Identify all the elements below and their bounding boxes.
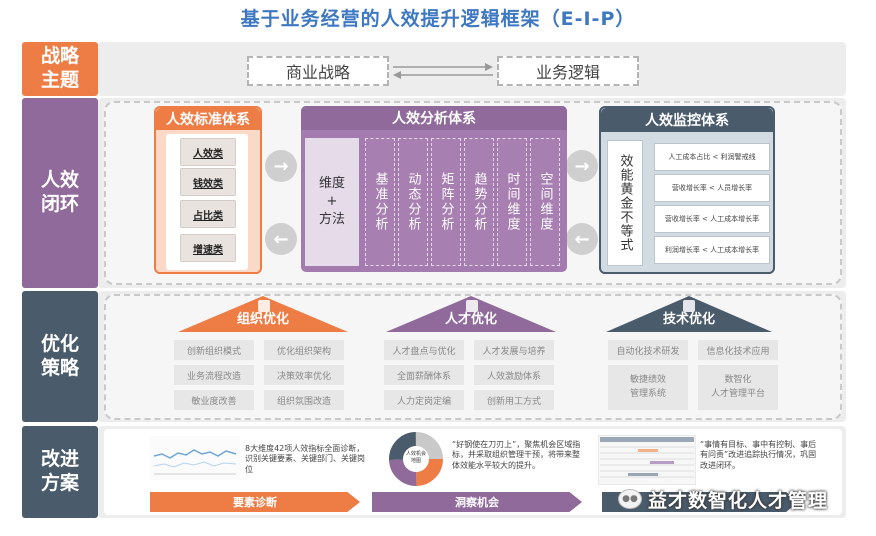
metric-tag-ratio: 占比类 bbox=[180, 200, 236, 228]
monitor-system-title: 人效监控体系 bbox=[601, 108, 773, 132]
row-label-text: 战略 主题 bbox=[40, 45, 79, 91]
monitor-rule: 营收增长率 < 人工成本增长率 bbox=[654, 205, 770, 233]
donut-center-label: 人效机会 地图 bbox=[405, 451, 426, 464]
diagnosis-banner: 要素诊断 bbox=[150, 492, 360, 512]
talent-cell: 人效激励体系 bbox=[474, 365, 554, 385]
monitor-rule: 营收增长率 < 人员增长率 bbox=[654, 174, 770, 202]
metric-tag-money-efficiency: 钱效类 bbox=[180, 168, 236, 196]
arrow-right-icon: → bbox=[265, 150, 297, 182]
tracking-banner bbox=[602, 492, 798, 512]
insight-label: 洞察机会 bbox=[455, 496, 499, 509]
tech-cell: 数智化 人才管理平台 bbox=[698, 365, 778, 410]
cube-icon bbox=[258, 300, 270, 312]
tech-cell: 自动化技术研发 bbox=[608, 340, 688, 360]
tech-cell: 敏捷绩效 管理系统 bbox=[608, 365, 688, 410]
insight-description: “好钢使在刀刃上”，聚焦机会区域指标，并采取组织管理干预，将带来整体效能水平较大… bbox=[452, 440, 581, 470]
org-cell: 决策效率优化 bbox=[264, 365, 344, 385]
business-strategy-box: 商业战略 bbox=[247, 56, 389, 86]
row-label-plan: 改进 方案 bbox=[22, 426, 98, 518]
diagnosis-label: 要素诊断 bbox=[233, 496, 277, 509]
row-label-strategy: 战略 主题 bbox=[22, 42, 98, 96]
tracking-description: “事情有目标、事中有控制、事后有问责”改进追踪执行情况，巩固改进闭环。 bbox=[700, 440, 817, 470]
tech-cell: 信息化技术应用 bbox=[698, 340, 778, 360]
watermark-text: 益才数智化人才管理 bbox=[648, 489, 829, 512]
tech-optimize-title: 技术优化 bbox=[662, 312, 715, 327]
monitor-rule: 利润增长率 < 人工成本增长率 bbox=[654, 236, 770, 264]
watermark: ●● 益才数智化人才管理 bbox=[618, 484, 858, 514]
analysis-column-dynamic: 动态分析 bbox=[398, 138, 428, 266]
insight-banner: 洞察机会 bbox=[372, 492, 582, 512]
org-cell: 创新组织模式 bbox=[174, 340, 254, 360]
talent-optimize-title: 人才优化 bbox=[444, 312, 497, 327]
row-label-optimize: 优化 策略 bbox=[22, 291, 98, 422]
analysis-column-baseline: 基准分析 bbox=[365, 138, 395, 266]
metric-tag-growth: 增速类 bbox=[180, 234, 236, 262]
standard-system-title: 人效标准体系 bbox=[156, 108, 260, 130]
talent-cell: 人才发展与培养 bbox=[474, 340, 554, 360]
analysis-column-space: 空间维度 bbox=[530, 138, 560, 266]
row-label-text: 人效 闭环 bbox=[40, 169, 79, 215]
cube-icon bbox=[683, 300, 695, 312]
diagnosis-description: 8大维度42项人效指标全面诊断，识别关键要素、关键部门、关键岗位 bbox=[245, 444, 365, 474]
cube-icon bbox=[466, 300, 478, 312]
dimension-method-box: 维度 + 方法 bbox=[305, 138, 359, 266]
opportunity-map-donut bbox=[389, 432, 443, 486]
org-optimize-title: 组织优化 bbox=[236, 312, 289, 327]
bidirectional-arrow-icon bbox=[393, 63, 493, 79]
talent-cell: 创新用工方式 bbox=[474, 390, 554, 410]
talent-cell: 人才盘点与优化 bbox=[384, 340, 464, 360]
row-label-loop: 人效 闭环 bbox=[22, 98, 98, 288]
analysis-column-matrix: 矩阵分析 bbox=[431, 138, 461, 266]
analysis-column-time: 时间维度 bbox=[497, 138, 527, 266]
arrow-left-icon: ← bbox=[566, 223, 598, 255]
golden-inequality-label: 效能黄金不等式 bbox=[607, 140, 643, 266]
arrow-right-icon: → bbox=[566, 150, 598, 182]
business-logic-box: 业务逻辑 bbox=[497, 56, 639, 86]
wechat-icon: ●● bbox=[618, 489, 642, 509]
analysis-column-trend: 趋势分析 bbox=[464, 138, 494, 266]
row-label-text: 优化 策略 bbox=[40, 332, 79, 379]
org-cell: 敏业度改善 bbox=[174, 390, 254, 410]
analysis-system-title: 人效分析体系 bbox=[301, 106, 567, 130]
tracking-table-thumbnail bbox=[598, 435, 696, 485]
line-chart-thumbnail bbox=[150, 436, 240, 480]
org-cell: 优化组织架构 bbox=[264, 340, 344, 360]
page-title: 基于业务经营的人效提升逻辑框架（E-I-P） bbox=[240, 8, 636, 30]
metric-tag-people-efficiency: 人效类 bbox=[180, 138, 236, 166]
arrow-left-icon: ← bbox=[265, 223, 297, 255]
strategy-row-bg bbox=[98, 42, 846, 96]
row-label-text: 改进 方案 bbox=[40, 448, 79, 494]
talent-cell: 人力定岗定编 bbox=[384, 390, 464, 410]
org-cell: 组织氛围改造 bbox=[264, 390, 344, 410]
monitor-rule: 人工成本占比 < 利润警戒线 bbox=[654, 143, 770, 171]
org-cell: 业务流程改造 bbox=[174, 365, 254, 385]
talent-cell: 全面薪酬体系 bbox=[384, 365, 464, 385]
